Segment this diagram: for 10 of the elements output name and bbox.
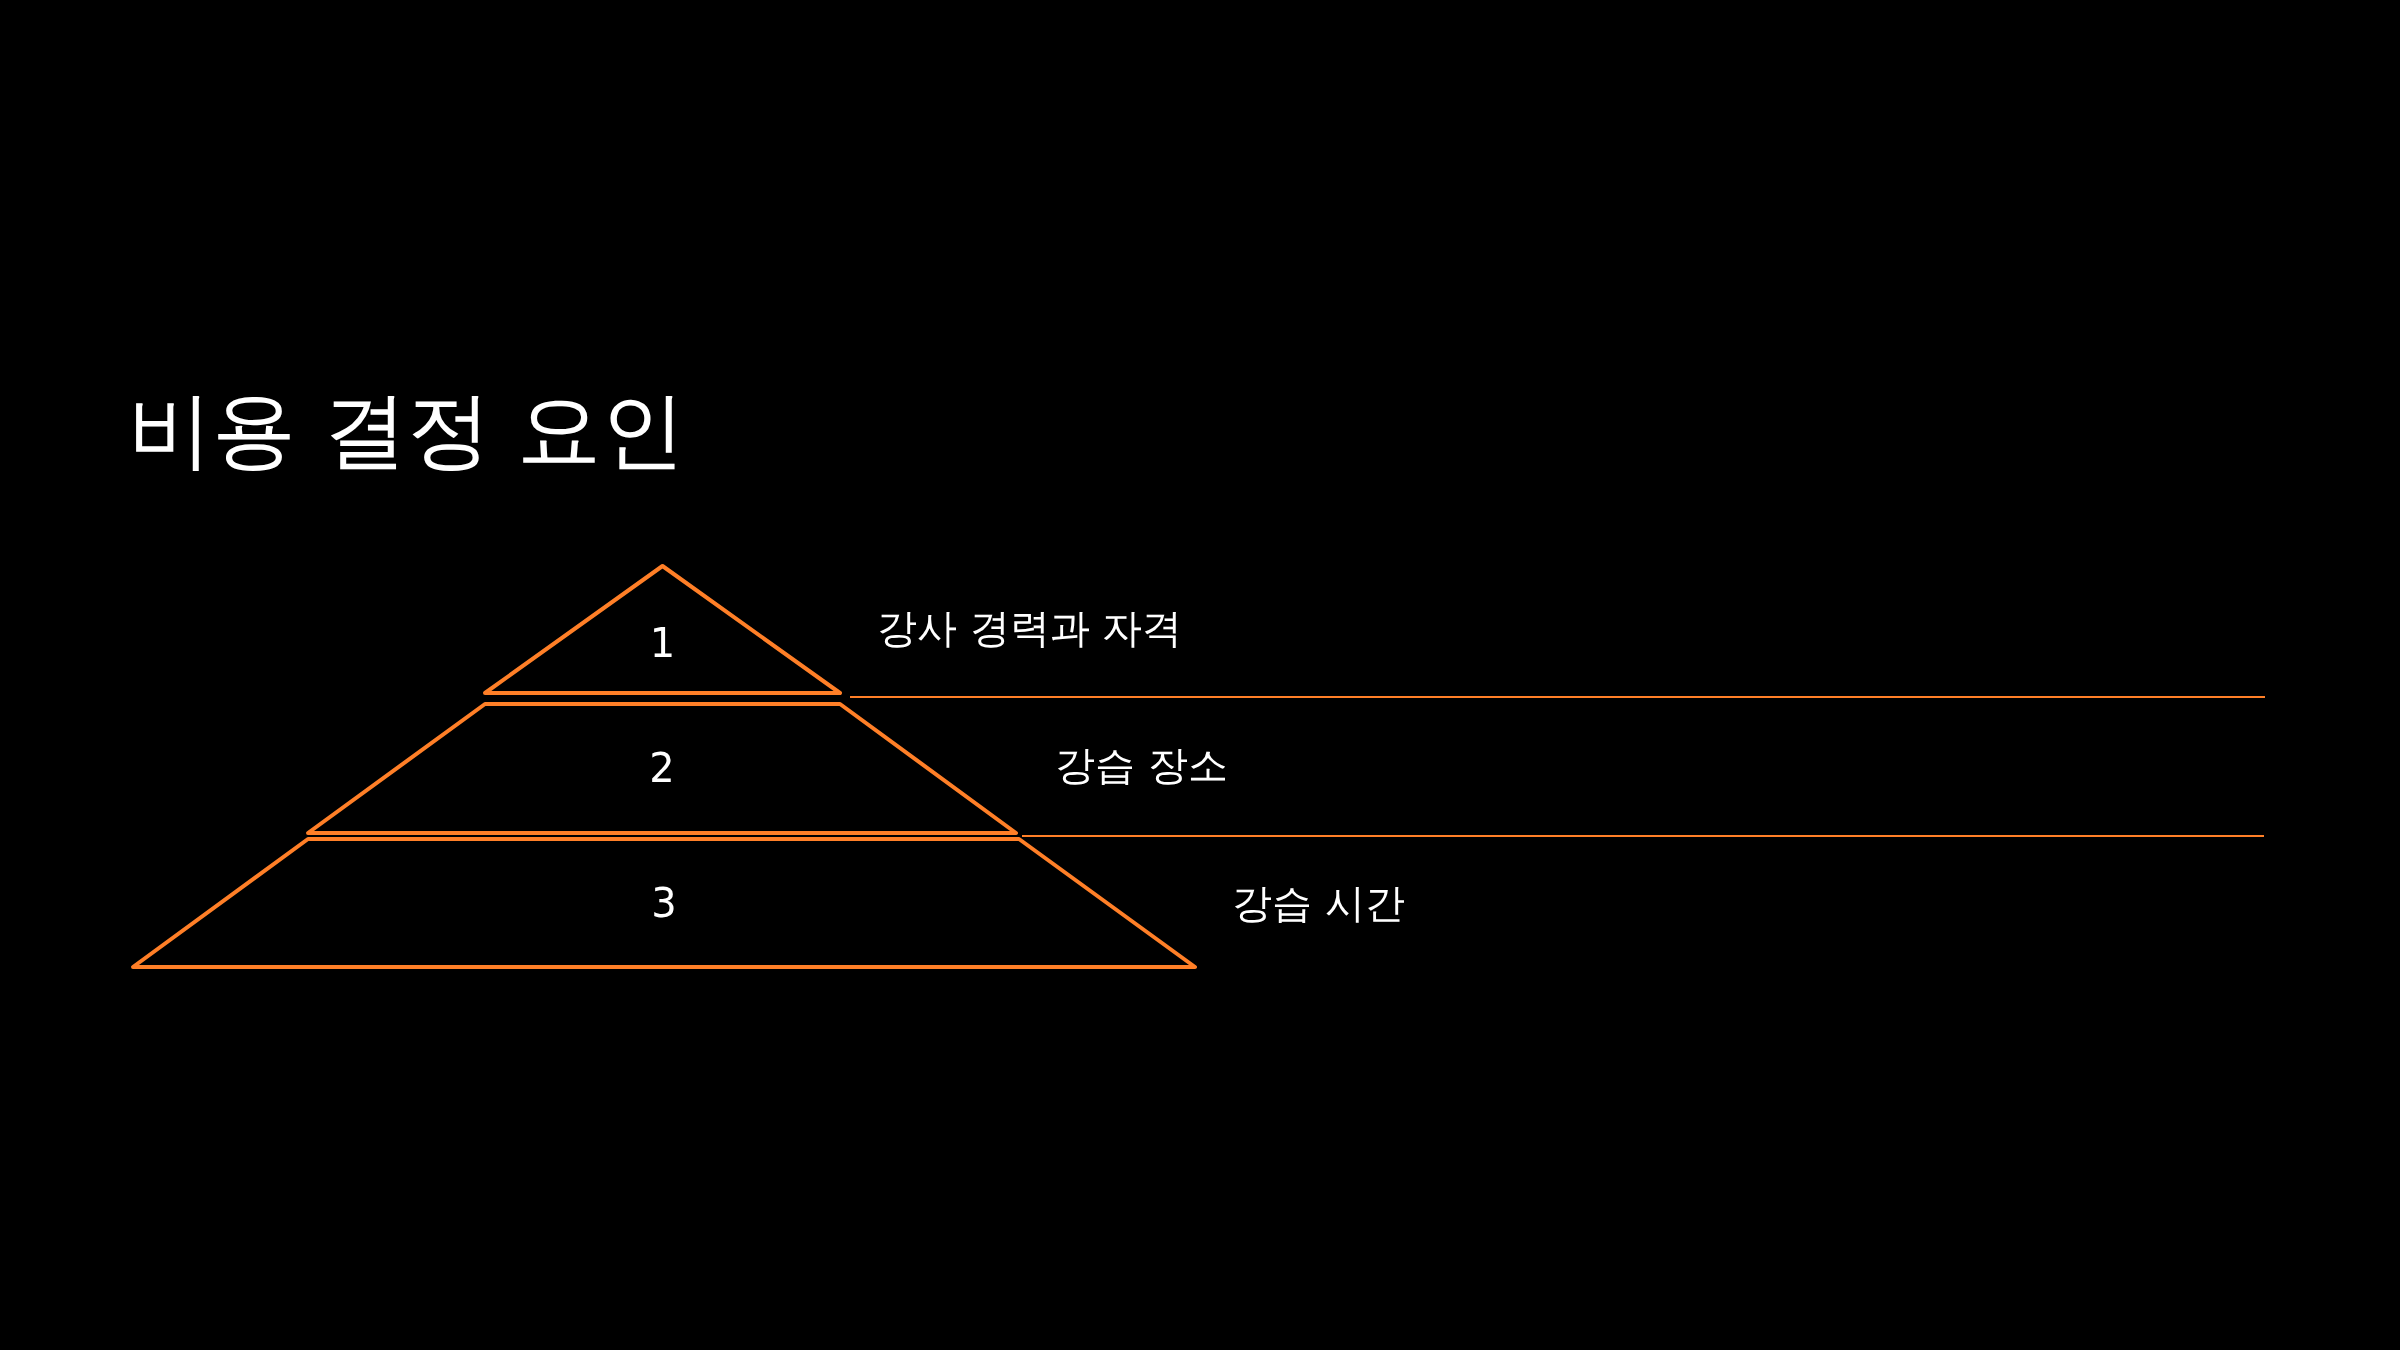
tier-number: 3 bbox=[650, 879, 678, 927]
tier-label: 강사 경력과 자격 bbox=[877, 604, 1183, 653]
pyramid-tier bbox=[133, 839, 1195, 967]
slide-title: 비용 결정 요인 bbox=[128, 380, 686, 480]
tier-number: 1 bbox=[648, 619, 677, 667]
pyramid-tier bbox=[485, 566, 840, 693]
tier-number: 2 bbox=[648, 744, 676, 792]
tier-label: 강습 장소 bbox=[1055, 741, 1228, 790]
pyramid-tier bbox=[308, 704, 1016, 833]
tier-label: 강습 시간 bbox=[1232, 879, 1405, 928]
